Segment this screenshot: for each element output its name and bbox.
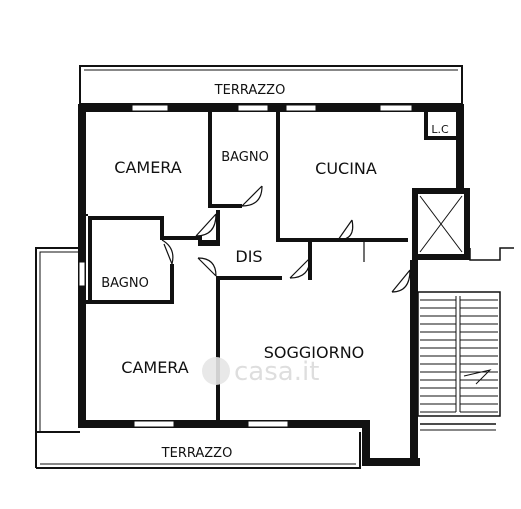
label-terrazzo-bottom: TERRAZZO [161, 446, 233, 461]
label-lc: L.C [431, 123, 449, 136]
windows-bottom [133, 420, 289, 428]
watermark-text: casa.it [234, 357, 319, 387]
label-cucina: CUCINA [315, 159, 377, 178]
label-camera-bottom: CAMERA [121, 358, 189, 377]
window-left [78, 261, 86, 287]
watermark: casa.it [202, 357, 319, 387]
label-camera-top: CAMERA [114, 158, 182, 177]
label-soggiorno: SOGGIORNO [264, 343, 365, 362]
label-bagno-top: BAGNO [221, 150, 269, 165]
stairs [417, 247, 514, 431]
label-dis: DIS [235, 247, 262, 266]
lift-shaft [419, 195, 463, 253]
terrace-bottom [35, 247, 361, 469]
windows-top [131, 104, 413, 112]
label-bagno-left: BAGNO [101, 276, 149, 291]
doors [161, 185, 411, 293]
label-terrazzo-top: TERRAZZO [214, 83, 286, 98]
